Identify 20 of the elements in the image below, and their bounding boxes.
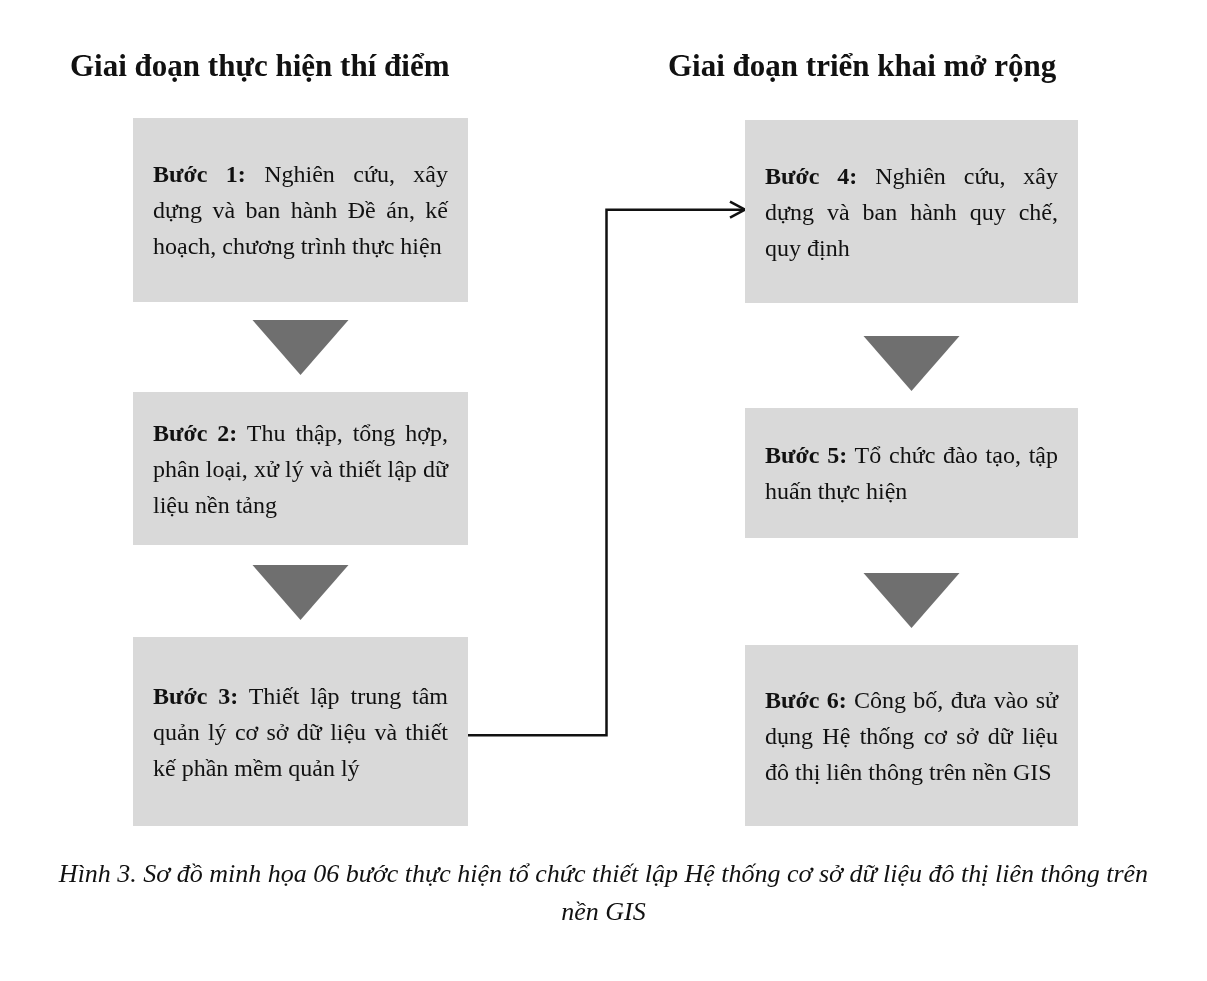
- phase-heading: Giai đoạn triển khai mở rộng: [668, 48, 1057, 84]
- triangle-arrow: [252, 320, 349, 375]
- figure-caption: Hình 3. Sơ đồ minh họa 06 bước thực hiện tổ chức thiết lập Hệ thống cơ sở dữ liệu đô thị liên thông trên nền GIS: [57, 858, 1150, 928]
- arrow: [468, 200, 747, 737]
- phase-heading: Giai đoạn thực hiện thí điểm: [70, 48, 450, 84]
- step-text: Bước 5: Tổ chức đào tạo, tập huấn thực hiện: [765, 441, 1058, 506]
- step-text: Bước 3: Thiết lập trung tâm quản lý cơ sở dữ liệu và thiết kế phần mềm quản lý: [153, 681, 448, 783]
- step-text: Bước 1: Nghiên cứu, xây dựng và ban hành Đề án, kế hoạch, chương trình thực hiện: [153, 160, 448, 261]
- triangle-arrow: [863, 336, 960, 391]
- step-box: [133, 637, 468, 826]
- step-box: [745, 645, 1078, 826]
- step-box: [745, 120, 1078, 303]
- step-box: [745, 408, 1078, 538]
- step-text: Bước 2: Thu thập, tổng hợp, phân loại, xử lý và thiết lập dữ liệu nền tảng: [153, 418, 448, 520]
- triangle-arrow: [252, 565, 349, 620]
- step-text: Bước 4: Nghiên cứu, xây dựng và ban hành quy chế, quy định: [765, 161, 1058, 263]
- step-box: [133, 118, 468, 302]
- step-box: [133, 392, 468, 545]
- triangle-arrow: [863, 573, 960, 628]
- step-text: Bước 6: Công bố, đưa vào sử dụng Hệ thống cơ sở dữ liệu đô thị liên thông trên nền GIS: [765, 685, 1058, 787]
